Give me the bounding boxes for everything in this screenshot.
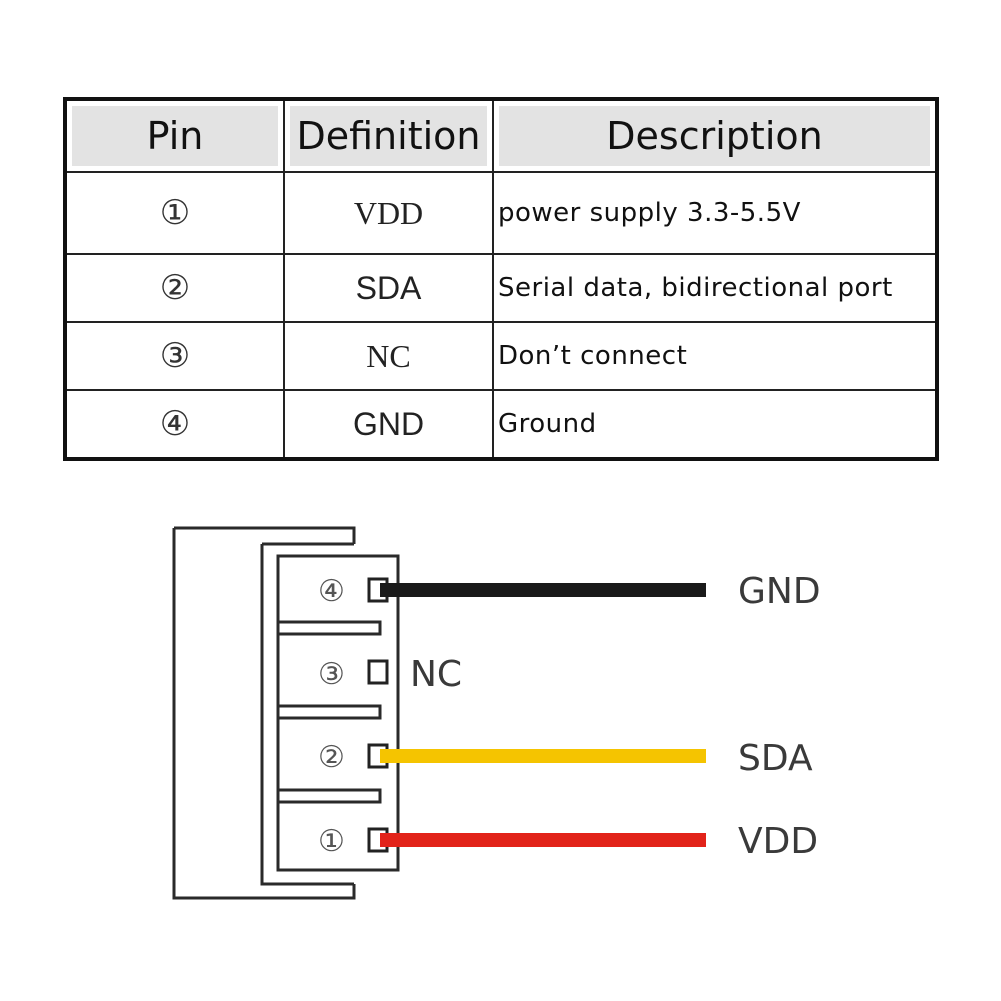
header-description: Description (492, 98, 938, 173)
connector-pin-number: ① (318, 824, 345, 859)
pin-number-cell: ③ (64, 321, 285, 391)
pin-definition-cell: GND (283, 389, 494, 460)
wire-label-vdd: VDD (738, 821, 818, 862)
pin-description-cell: Serial data, bidirectional port (492, 253, 938, 323)
connector-pin-number: ③ (318, 657, 345, 692)
pin-definition-table: Pin Definition Description ① VDD power s… (63, 97, 939, 461)
connector-pin-number: ② (318, 740, 345, 775)
pin-contact (367, 659, 389, 685)
header-pin: Pin (64, 98, 285, 173)
table-header-row: Pin Definition Description (64, 98, 938, 173)
pin-description-cell: Ground (492, 389, 938, 460)
pin-definition-cell: NC (283, 321, 494, 391)
pin-definition-cell: VDD (283, 171, 494, 255)
table-row: ④ GND Ground (64, 389, 938, 460)
pin-definition-cell: SDA (283, 253, 494, 323)
pin-number-cell: ① (64, 171, 285, 255)
connector-housing-inner (260, 542, 354, 886)
wire-label-gnd: GND (738, 571, 821, 612)
wire-label-sda: SDA (738, 738, 813, 779)
table-row: ① VDD power supply 3.3-5.5V (64, 171, 938, 255)
header-definition: Definition (283, 98, 494, 173)
connector-housing-outer (172, 526, 356, 900)
pin-description-cell: Don’t connect (492, 321, 938, 391)
table-row: ③ NC Don’t connect (64, 321, 938, 391)
connector-pin-number: ④ (318, 574, 345, 609)
pin-number-cell: ④ (64, 389, 285, 460)
pin-number-cell: ② (64, 253, 285, 323)
connector-slot-divider (276, 556, 382, 870)
table-row: ② SDA Serial data, bidirectional port (64, 253, 938, 323)
pin-label-nc: NC (410, 654, 462, 695)
pin-description-cell: power supply 3.3-5.5V (492, 171, 938, 255)
